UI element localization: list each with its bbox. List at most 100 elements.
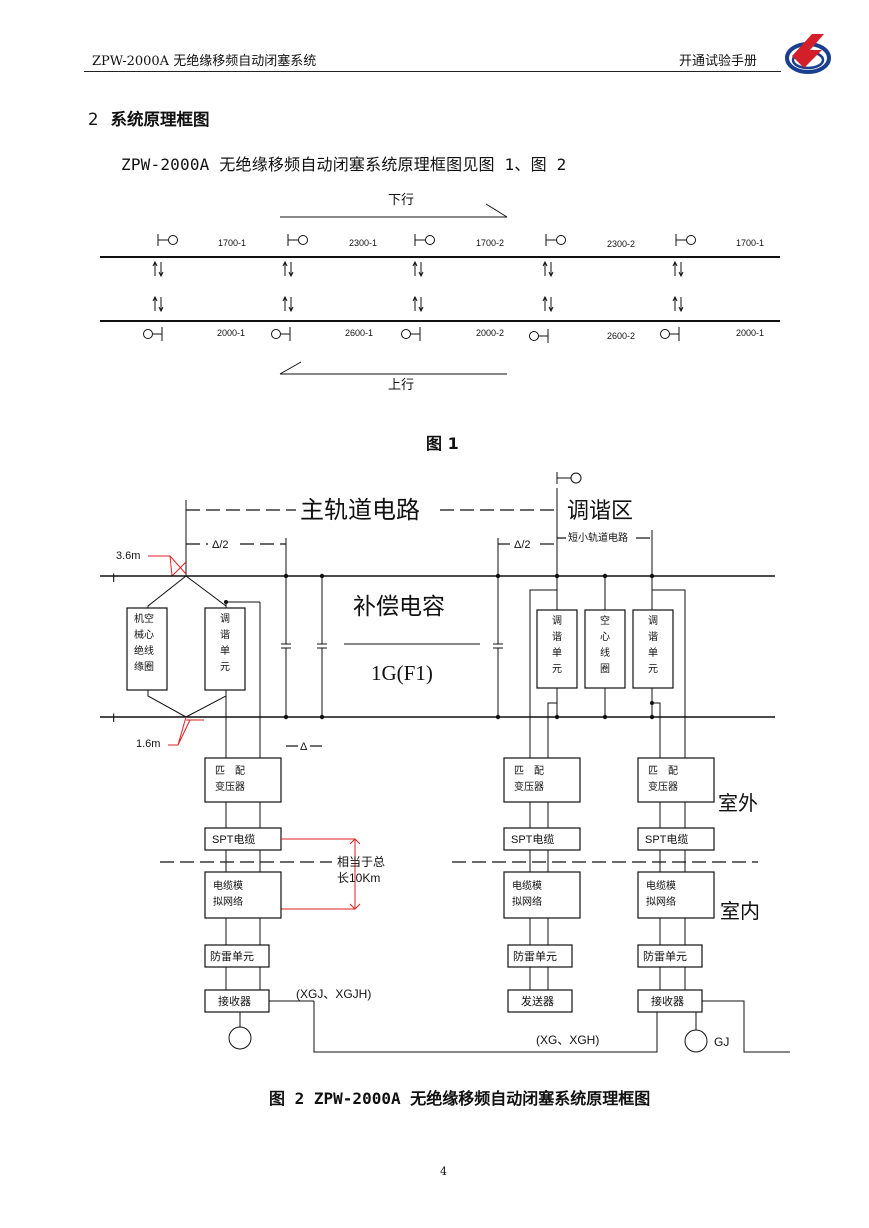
top-signal: [157, 234, 178, 246]
relay-left: [228, 1026, 252, 1050]
receiver-right: 接收器: [651, 994, 684, 1008]
svg-text:绝线: 绝线: [134, 644, 154, 657]
cable-simulation-middle: 电缆模: [512, 879, 542, 892]
header-rule: [84, 71, 781, 72]
top-signal: [545, 234, 566, 246]
bottom-freq-label: 2600-1: [345, 328, 373, 338]
svg-text:元: 元: [552, 664, 562, 675]
svg-text:械心: 械心: [134, 628, 154, 641]
top-freq-label: 2300-1: [349, 238, 377, 248]
capacitor-group-label: 1G(F1): [371, 661, 433, 685]
bottom-freq-label: 2000-1: [217, 328, 245, 338]
figure-2-caption: 图 2 ZPW-2000A 无绝缘移频自动闭塞系统原理框图: [269, 1089, 651, 1108]
cable-simulation-left: 电缆模: [213, 879, 243, 892]
bottom-signal: [271, 327, 291, 341]
page-number: 4: [440, 1165, 447, 1178]
company-logo: [785, 34, 831, 74]
figure-1-diagram: 下行 上行 1700-1 2300-1 1700-2 2300-2 1700-1…: [100, 192, 780, 392]
svg-text:调: 调: [220, 613, 230, 625]
header-title: ZPW-2000A 无绝缘移频自动闭塞系统: [92, 54, 317, 69]
tuning-unit-right: 调 谐 单 元: [648, 615, 658, 675]
top-signal: [414, 234, 435, 246]
equivalent-length-label-line2: 长10Km: [337, 871, 380, 885]
top-signal: [675, 234, 696, 246]
bottom-signal: [660, 327, 680, 341]
svg-text:缘圈: 缘圈: [134, 660, 154, 673]
tuning-unit-middle: 调 谐 单 元: [552, 615, 562, 675]
figure-1-caption: 图 1: [426, 434, 459, 453]
relay-gj: [684, 1029, 708, 1053]
section-heading: 2 系统原理框图: [88, 106, 210, 130]
cable-simulation-left-line2: 拟网络: [213, 895, 243, 908]
xg-label: (XG、XGH): [536, 1033, 599, 1047]
svg-text:调: 调: [648, 615, 658, 627]
svg-text:机空: 机空: [134, 612, 154, 625]
svg-text:单: 单: [220, 645, 230, 657]
bottom-freq-label: 2000-1: [736, 328, 764, 338]
bottom-freq-label: 2000-2: [476, 328, 504, 338]
up-direction-label: 上行: [388, 377, 414, 392]
intro-paragraph: ZPW-2000A 无绝缘移频自动闭塞系统原理框图见图 1、图 2: [121, 155, 567, 174]
top-freq-label: 1700-1: [736, 238, 764, 248]
matching-transformer-left: 匹 配: [215, 765, 245, 777]
svg-text:单: 单: [648, 647, 658, 659]
figure-2-diagram: .w { stroke:#111; stroke-width:1; fill:n…: [100, 472, 790, 1053]
rail-mark-top: I: [112, 571, 115, 585]
svg-text:心: 心: [600, 631, 610, 643]
svg-text:调: 调: [552, 615, 562, 627]
spt-cable-left: SPT电缆: [212, 833, 255, 846]
current-arrows: [152, 260, 684, 313]
delta-half-right: Δ/2: [514, 539, 531, 551]
delta-label: Δ: [300, 741, 308, 753]
cable-simulation-right-line2: 拟网络: [646, 895, 676, 908]
bottom-signal: [529, 329, 549, 343]
svg-text:谐: 谐: [220, 629, 230, 641]
lightning-unit-middle: 防雷单元: [513, 949, 557, 963]
svg-text:单: 单: [552, 647, 562, 659]
lightning-unit-right: 防雷单元: [643, 949, 687, 963]
svg-text:元: 元: [648, 664, 658, 675]
svg-text:谐: 谐: [552, 631, 562, 643]
matching-transformer-right-line2: 变压器: [648, 780, 678, 793]
cable-simulation-middle-line2: 拟网络: [512, 895, 542, 908]
header-manual-name: 开通试验手册: [679, 54, 758, 69]
xgj-label: (XGJ、XGJH): [296, 987, 371, 1001]
bottom-signal: [401, 327, 421, 341]
gj-label: GJ: [714, 1035, 729, 1049]
bottom-freq-label: 2600-2: [607, 331, 635, 341]
equivalent-length-label: 相当于总: [337, 855, 385, 869]
matching-transformer-left-line2: 变压器: [215, 780, 245, 793]
transmitter: 发送器: [521, 994, 554, 1008]
mech-coil-box: 机空 械心 绝线 缘圈: [134, 612, 154, 673]
air-core-coil-box: 空 心 线 圈: [600, 614, 610, 675]
section-number: 2: [88, 110, 99, 129]
spt-cable-right: SPT电缆: [645, 833, 688, 846]
svg-text:线: 线: [600, 646, 610, 659]
svg-text:元: 元: [220, 662, 230, 673]
length-bottom-label: 1.6m: [136, 738, 160, 750]
top-freq-label: 2300-2: [607, 239, 635, 249]
indoor-label: 室内: [720, 900, 760, 923]
short-track-label: 短小轨道电路: [568, 531, 628, 544]
top-freq-label: 1700-1: [218, 238, 246, 248]
spt-cable-middle: SPT电缆: [511, 833, 554, 846]
svg-text:圈: 圈: [600, 663, 610, 675]
top-freq-label: 1700-2: [476, 238, 504, 248]
down-direction-label: 下行: [388, 192, 414, 207]
length-top-label: 3.6m: [116, 550, 140, 562]
bottom-signal: [143, 327, 163, 341]
matching-transformer-middle-line2: 变压器: [514, 780, 544, 793]
rail-mark-bottom: I: [112, 711, 115, 725]
matching-transformer-right: 匹 配: [648, 765, 678, 777]
compensation-capacitor-label: 补偿电容: [353, 593, 445, 619]
section-title: 系统原理框图: [110, 110, 210, 129]
cable-simulation-right: 电缆模: [646, 879, 676, 892]
tuning-unit-left: 调 谐 单 元: [220, 613, 230, 673]
matching-transformer-middle: 匹 配: [514, 765, 544, 777]
tuning-zone-label: 调谐区: [567, 498, 633, 523]
delta-half-left: Δ/2: [212, 539, 229, 551]
outdoor-label: 室外: [718, 792, 758, 815]
receiver-left: 接收器: [218, 994, 251, 1008]
svg-text:谐: 谐: [648, 631, 658, 643]
main-track-label: 主轨道电路: [300, 497, 420, 524]
